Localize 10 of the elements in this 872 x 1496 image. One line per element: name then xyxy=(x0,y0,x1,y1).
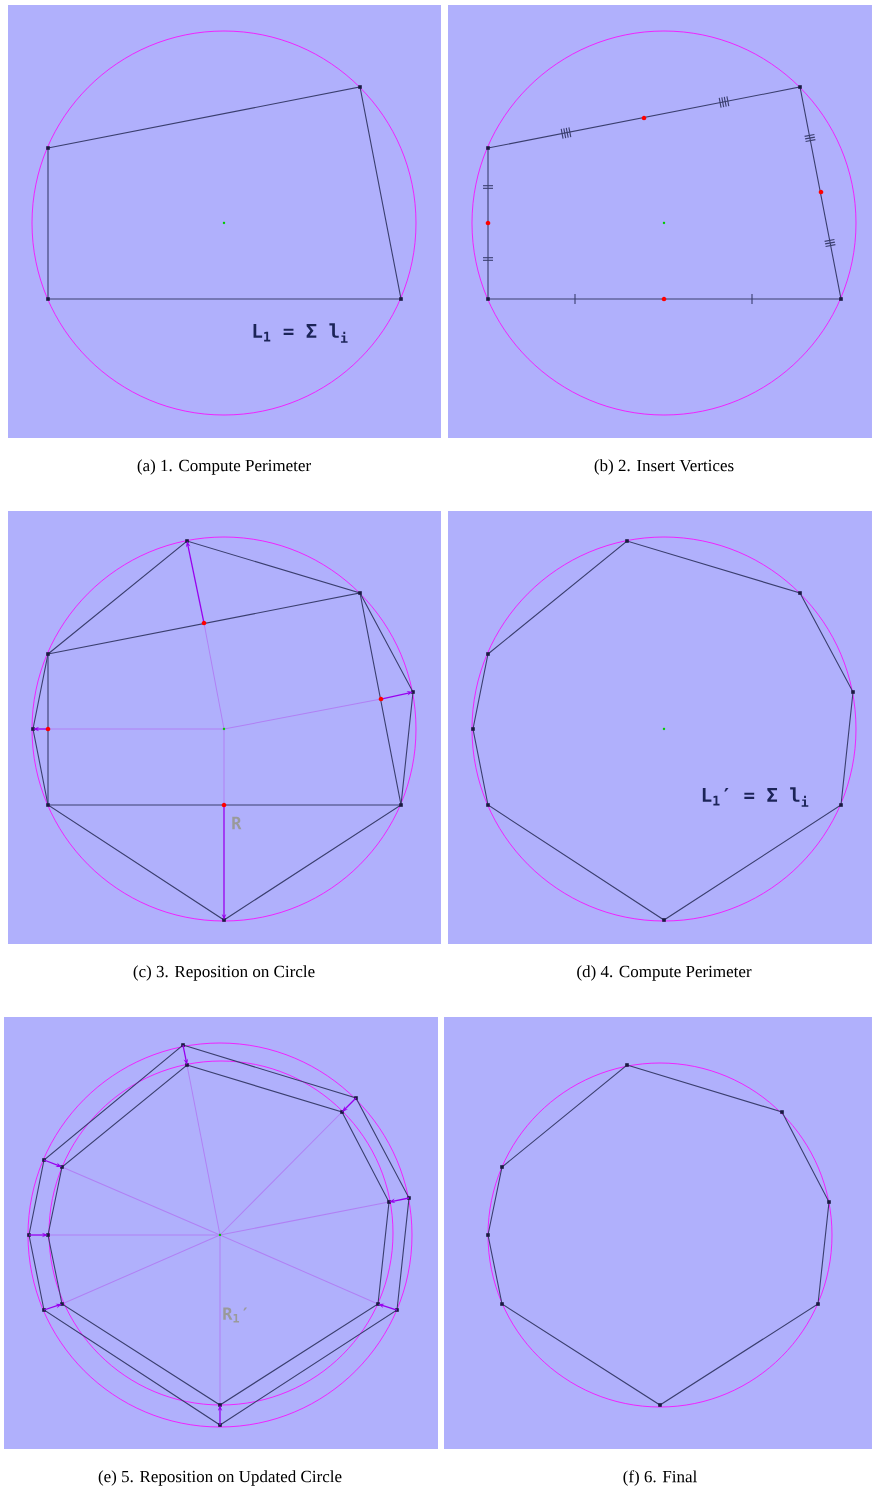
formula: L$_{1}$′ = Σ l$_{i}$ xyxy=(702,787,809,807)
caption: (b) 2. Insert Vertices xyxy=(594,459,734,475)
caption: (c) 3. Reposition on Circle xyxy=(133,965,315,981)
caption: (e) 5. Reposition on Updated Circle xyxy=(98,1470,342,1486)
caption: (a) 1. Compute Perimeter xyxy=(137,459,311,475)
caption: (f) 6. Final xyxy=(623,1470,697,1486)
radius-label: R$_{1}$′ xyxy=(223,1307,248,1323)
formula: L$_{1}$ = Σ l$_{i}$ xyxy=(253,323,348,343)
caption: (d) 4. Compute Perimeter xyxy=(577,965,752,981)
radius-label: R xyxy=(232,816,242,830)
